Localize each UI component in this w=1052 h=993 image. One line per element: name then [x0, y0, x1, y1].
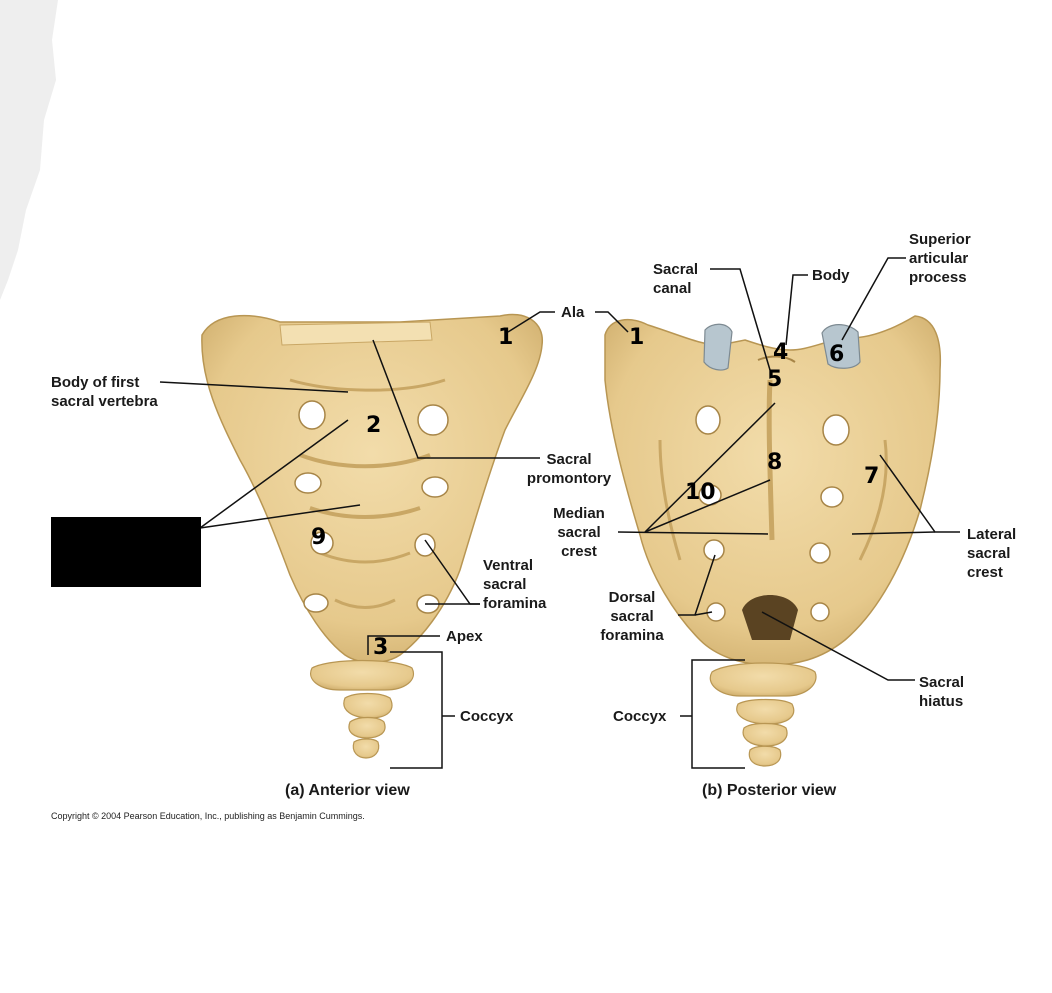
label-superior-articular-process: Superior articular process: [909, 230, 971, 287]
label-line: Body: [812, 267, 850, 284]
label-line: Dorsal: [608, 589, 656, 606]
label-ala: Ala: [561, 303, 584, 322]
label-line: process: [909, 269, 967, 286]
label-line: foramina: [483, 595, 547, 612]
label-ventral-sacral-foramina: Ventral sacral foramina: [483, 556, 546, 613]
label-line: foramina: [600, 627, 664, 644]
label-line: Coccyx: [460, 708, 514, 725]
marker-7: 7: [864, 464, 880, 489]
anterior-sacrum-body: [201, 313, 543, 664]
label-line: crest: [561, 543, 597, 560]
anterior-coccyx: [310, 659, 414, 759]
dorsal-foramina-holes: [695, 405, 850, 622]
redacted-label-box: [51, 517, 201, 587]
label-line: Body of first: [51, 374, 140, 391]
label-line: Sacral: [653, 261, 699, 278]
label-line: Apex: [446, 628, 483, 645]
label-apex: Apex: [446, 627, 483, 646]
label-line: Median: [553, 505, 605, 522]
label-line: articular: [909, 250, 969, 267]
label-line: sacral: [967, 545, 1011, 562]
label-sacral-canal: Sacral canal: [653, 260, 698, 298]
marker-2: 2: [366, 413, 382, 438]
label-line: sacral vertebra: [51, 393, 158, 410]
marker-4: 4: [773, 340, 789, 365]
label-sacral-hiatus: Sacral hiatus: [919, 673, 964, 711]
label-line: Ala: [561, 304, 585, 321]
label-line: Sacral: [546, 451, 592, 468]
marker-10: 10: [685, 480, 716, 505]
marker-1-posterior: 1: [629, 325, 645, 350]
ventral-foramina-holes: [294, 400, 449, 614]
marker-3: 3: [373, 635, 389, 660]
marker-9: 9: [311, 525, 327, 550]
label-line: Lateral: [967, 526, 1017, 543]
caption-anterior-view: (a) Anterior view: [285, 782, 410, 799]
marker-6: 6: [829, 342, 845, 367]
torn-paper-edge: [0, 0, 58, 300]
sacral-hiatus-opening: [742, 595, 798, 640]
label-body-posterior: Body: [812, 266, 850, 285]
label-line: promontory: [526, 470, 612, 487]
marker-1-anterior: 1: [498, 325, 514, 350]
right-superior-facet: [821, 324, 861, 369]
label-lateral-sacral-crest: Lateral sacral crest: [967, 525, 1016, 582]
label-line: sacral: [610, 608, 654, 625]
posterior-sacrum: [604, 315, 942, 767]
left-superior-facet: [703, 323, 733, 371]
label-line: crest: [967, 564, 1003, 581]
label-line: Coccyx: [613, 708, 667, 725]
marker-8: 8: [767, 450, 783, 475]
label-line: canal: [653, 280, 692, 297]
anterior-sacrum: [201, 313, 543, 759]
label-line: sacral: [483, 576, 527, 593]
marker-5: 5: [767, 367, 783, 392]
label-line: hiatus: [919, 693, 964, 710]
posterior-coccyx: [709, 662, 817, 767]
caption-posterior-view: (b) Posterior view: [702, 782, 837, 799]
label-body-first-sacral-vertebra: Body of first sacral vertebra: [51, 373, 158, 411]
label-sacral-promontory: Sacral promontory: [518, 450, 620, 488]
label-line: Sacral: [919, 674, 965, 691]
label-dorsal-sacral-foramina: Dorsal sacral foramina: [584, 588, 680, 645]
copyright-notice: Copyright © 2004 Pearson Education, Inc.…: [51, 811, 365, 821]
label-median-sacral-crest: Median sacral crest: [544, 504, 614, 561]
label-line: Ventral: [483, 557, 534, 574]
label-line: sacral: [557, 524, 601, 541]
label-line: Superior: [909, 231, 971, 248]
label-coccyx-posterior: Coccyx: [613, 707, 666, 726]
leader-lines: [159, 257, 960, 769]
label-coccyx-anterior: Coccyx: [460, 707, 513, 726]
